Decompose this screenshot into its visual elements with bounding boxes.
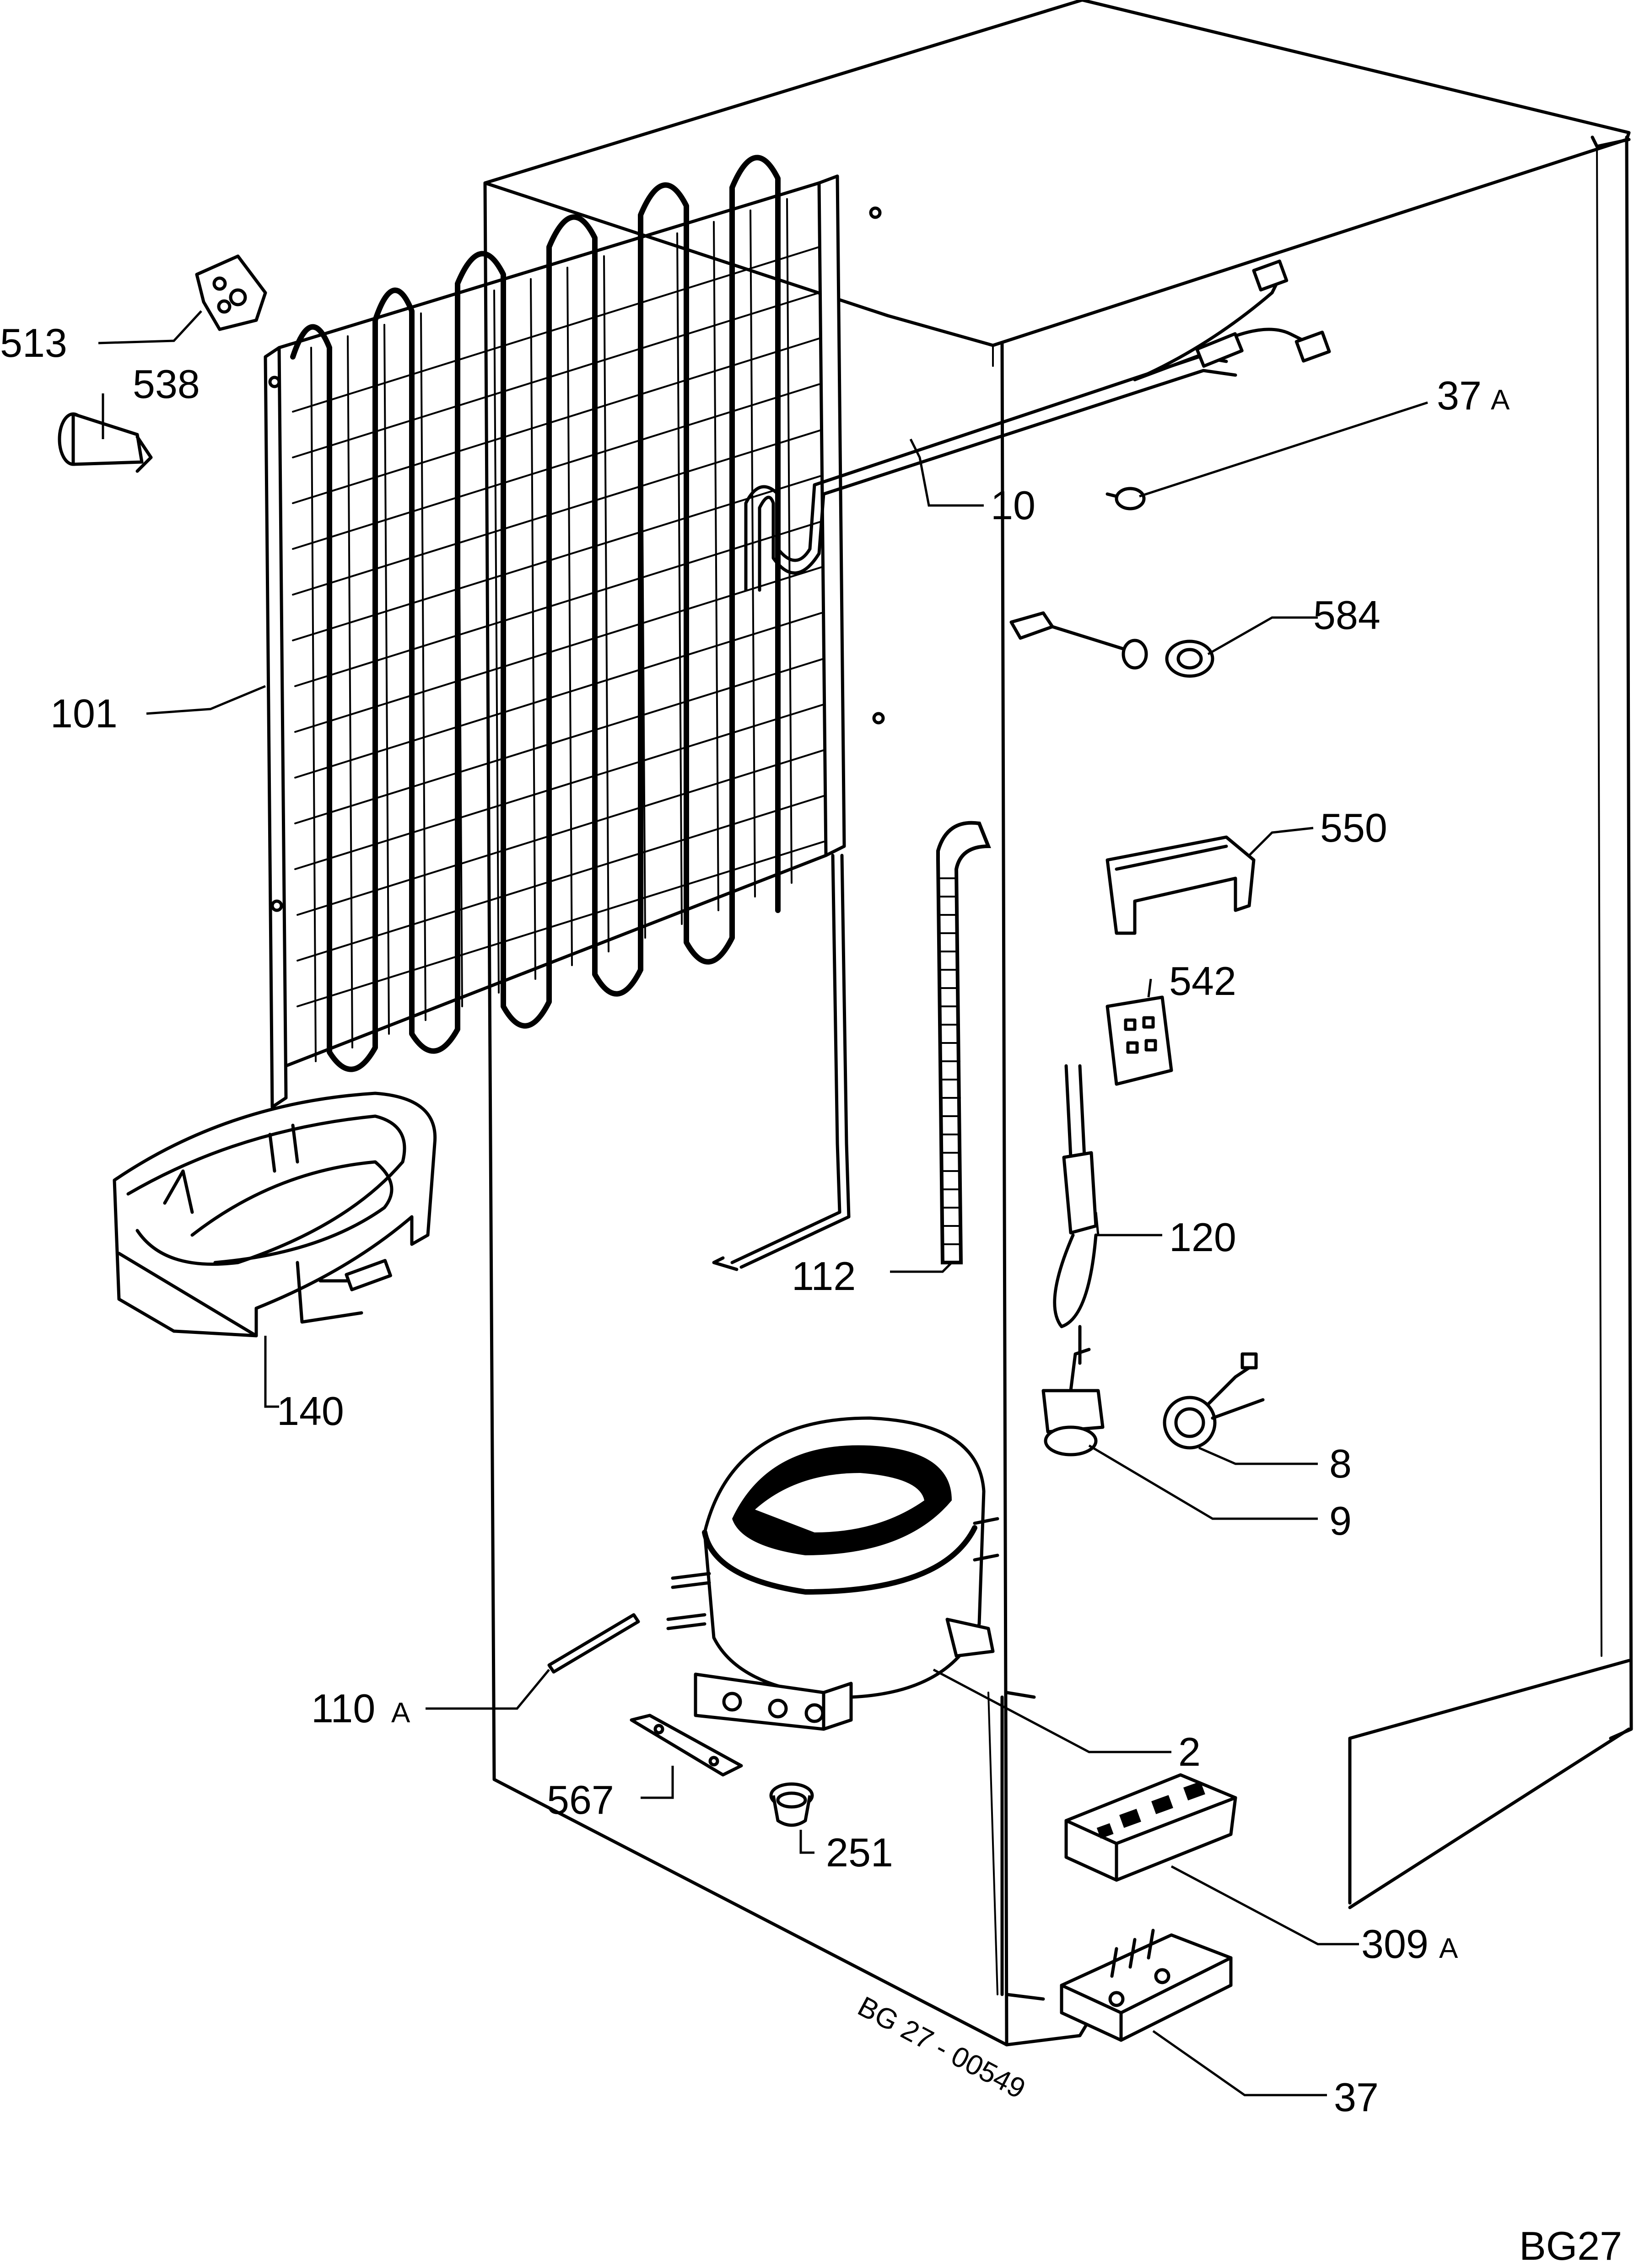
- part-110a-pin: [547, 1613, 640, 1674]
- part-538-grommet: [58, 412, 153, 473]
- part-584-cable-grommet: [1009, 611, 1214, 678]
- part-120-capillary-dryer: [1053, 1064, 1098, 1365]
- part-37-terminal-box: [1060, 1929, 1233, 2042]
- label-9: 9: [1329, 1498, 1352, 1543]
- label-37a-suffix: A: [1491, 384, 1510, 416]
- label-37a-number: 37: [1437, 373, 1482, 418]
- label-251: 251: [826, 1830, 893, 1875]
- drain-hose-112: [936, 821, 991, 1264]
- refrigerator-cabinet: [483, 0, 1633, 2047]
- drawing-code: BG 27 - 00549: [852, 1990, 1030, 2105]
- label-584: 584: [1313, 592, 1381, 638]
- part-550-bracket: [1106, 835, 1256, 935]
- label-112: 112: [792, 1253, 856, 1299]
- part-567-strip: [630, 1714, 743, 1777]
- label-10: 10: [991, 483, 1035, 528]
- label-567: 567: [547, 1777, 614, 1822]
- label-140: 140: [277, 1388, 344, 1434]
- part-37a-plug: [1106, 487, 1146, 511]
- drip-tray-140: [113, 1091, 437, 1338]
- leader-lines: [98, 310, 1428, 2096]
- page-code: BG27: [1519, 2223, 1622, 2268]
- part-542-bracket: [1106, 995, 1173, 1086]
- label-309a-suffix: A: [1439, 1933, 1458, 1964]
- label-101: 101: [50, 691, 118, 736]
- label-2: 2: [1178, 1729, 1201, 1774]
- label-110a-number: 110: [311, 1686, 375, 1731]
- part-251-grommet: [769, 1782, 814, 1827]
- part-513-plate: [195, 254, 267, 331]
- label-513: 513: [0, 320, 67, 365]
- label-538: 538: [133, 361, 200, 407]
- condenser-101: [264, 155, 885, 1271]
- label-309a-number: 309: [1361, 1921, 1429, 1967]
- part-9-relay: [1041, 1348, 1105, 1456]
- part-8-overload-protector: [1163, 1352, 1265, 1450]
- label-37: 37: [1334, 2075, 1379, 2120]
- label-110a-suffix: A: [391, 1697, 410, 1729]
- compressor-2: [666, 1416, 999, 1731]
- label-120: 120: [1169, 1215, 1236, 1260]
- label-542: 542: [1169, 958, 1236, 1004]
- part-309a-module: [1064, 1773, 1237, 1882]
- label-8: 8: [1329, 1441, 1352, 1486]
- label-550: 550: [1320, 805, 1387, 850]
- tube-10: [744, 259, 1331, 592]
